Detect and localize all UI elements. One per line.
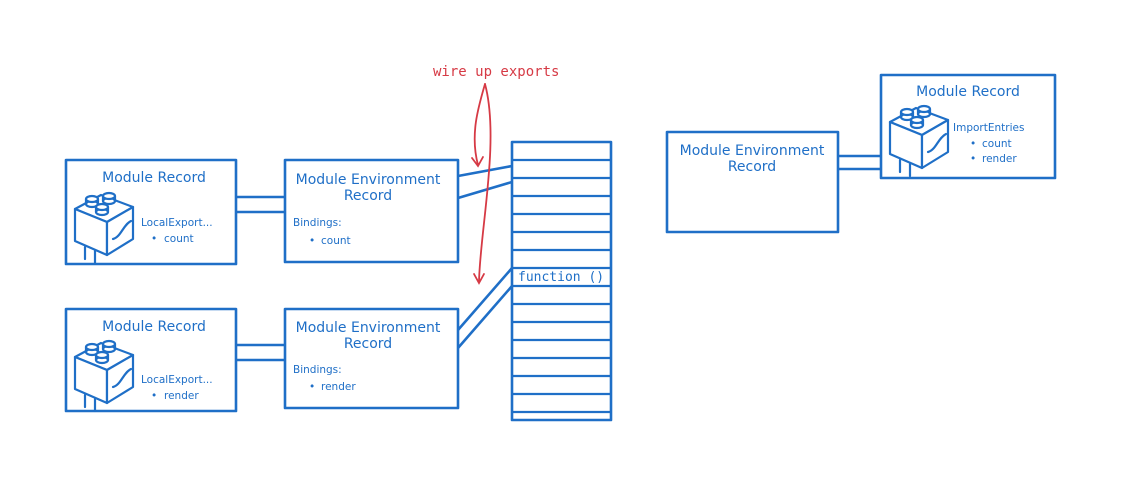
memory-column: function (): [510, 140, 613, 422]
env-record-title-line2: Record: [728, 159, 776, 175]
binding-render: render: [321, 381, 356, 393]
import-entries-label: ImportEntries: [953, 122, 1024, 134]
env-memory-wire-render: [456, 266, 514, 350]
env-record-title-line1: Module Environment: [296, 172, 441, 188]
module-environment-record-box: [283, 307, 460, 410]
exporter-module-1: Module Record LocalExport... • count Mod…: [64, 158, 460, 266]
wire-up-exports-annotation: wire up exports: [433, 64, 559, 285]
wire-up-exports-label: wire up exports: [433, 64, 559, 80]
importer-module: Module Environment Record Module Record …: [665, 73, 1057, 234]
arrowhead-icon: [473, 273, 485, 285]
module-record-title: Module Record: [102, 170, 206, 186]
module-environment-record-box: [665, 130, 840, 234]
import-entry-count: count: [982, 138, 1012, 150]
binding-count: count: [321, 235, 351, 247]
module-environment-record-box: [283, 158, 460, 264]
bindings-label: Bindings:: [293, 217, 342, 229]
env-memory-wire-count: [456, 164, 514, 200]
memory-slot-dividers: [512, 158, 611, 414]
local-export-label: LocalExport...: [141, 374, 213, 386]
env-record-title-line1: Module Environment: [296, 320, 441, 336]
import-entry-render: render: [982, 153, 1017, 165]
annotation-arrow-to-render: [478, 83, 492, 283]
bullet-icon: •: [309, 381, 315, 393]
bullet-icon: •: [309, 235, 315, 247]
module-record-title: Module Record: [916, 84, 1020, 100]
bullet-icon: •: [970, 153, 976, 165]
module-record-title: Module Record: [102, 319, 206, 335]
annotation-arrow-to-count: [473, 83, 486, 166]
export-entry-render: render: [164, 390, 199, 402]
memory-slot-function-label: function (): [518, 270, 604, 285]
bindings-label: Bindings:: [293, 364, 342, 376]
record-env-link-2: [234, 343, 287, 362]
arrowhead-icon: [471, 156, 484, 168]
module-record-box: [64, 158, 238, 266]
record-env-link-1: [234, 195, 287, 214]
memory-block: [510, 140, 613, 422]
bullet-icon: •: [970, 138, 976, 150]
env-record-title-line1: Module Environment: [680, 143, 825, 159]
record-env-link-3: [836, 154, 883, 171]
local-export-label: LocalExport...: [141, 217, 213, 229]
bullet-icon: •: [151, 233, 157, 245]
export-entry-count: count: [164, 233, 194, 245]
exporter-module-2: Module Record LocalExport... • render Mo…: [64, 307, 460, 413]
bullet-icon: •: [151, 390, 157, 402]
env-record-title-line2: Record: [344, 188, 392, 204]
env-record-title-line2: Record: [344, 336, 392, 352]
connectors: [234, 154, 883, 362]
